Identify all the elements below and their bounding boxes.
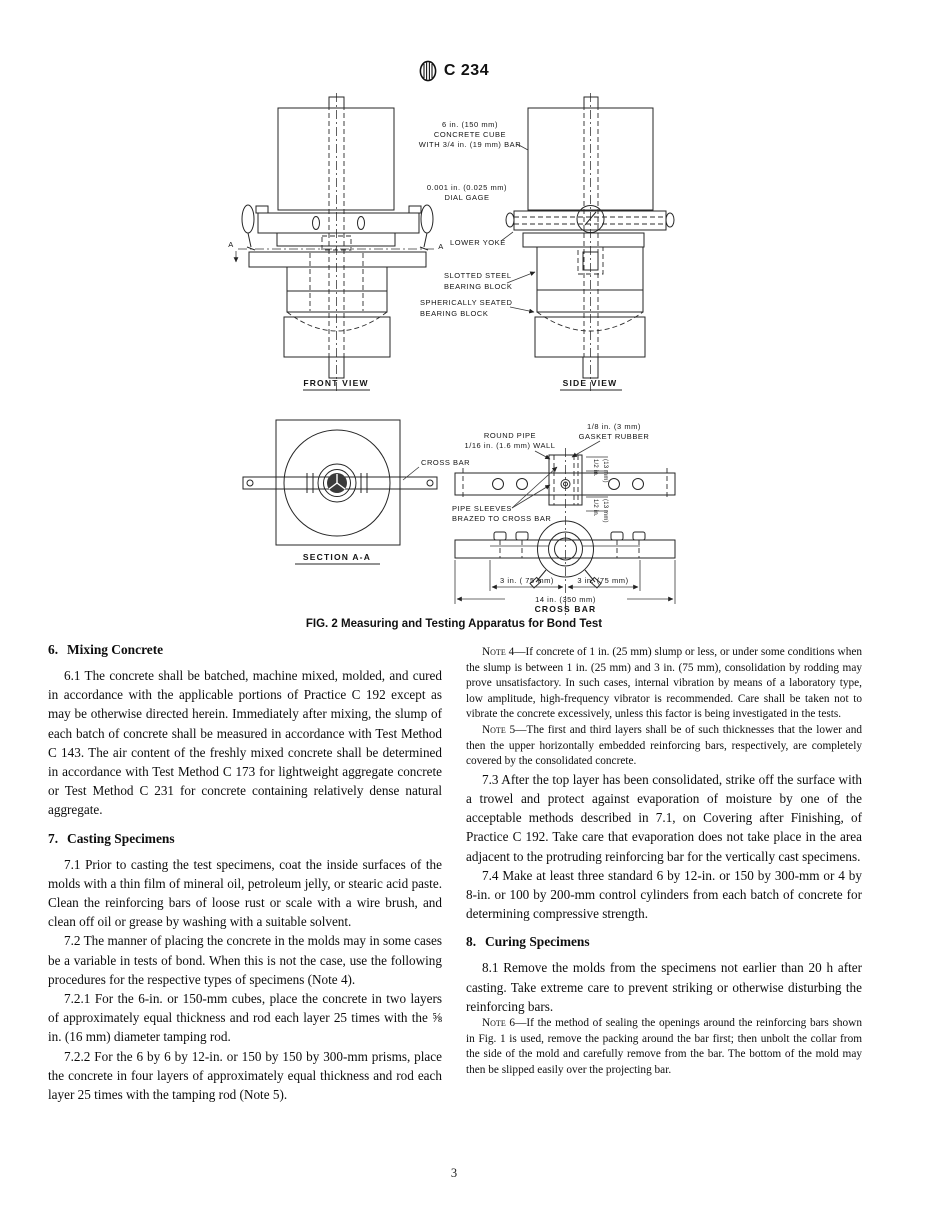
front-view-title: FRONT VIEW (303, 378, 368, 388)
dim-3in-left: 3 in. ( 75 mm) (500, 576, 554, 585)
section-aa-title: SECTION A-A (303, 552, 371, 562)
label-gasket-line1: 1/8 in. (3 mm) (587, 422, 641, 431)
label-dial-gage-line2: DIAL GAGE (444, 193, 489, 202)
section-7-title: Casting Specimens (67, 830, 175, 846)
astm-logo-icon (419, 60, 437, 82)
section-8-heading: 8. Curing Specimens (466, 933, 862, 951)
dim-13mm-top: (13 mm) (602, 459, 608, 483)
label-pipe-sleeves-line2: BRAZED TO CROSS BAR (452, 514, 551, 523)
label-concrete-cube-line3: WITH 3/4 in. (19 mm) BAR (419, 140, 521, 149)
section-7-number: 7. (48, 830, 59, 846)
note-4-label: Note 4 (482, 646, 515, 658)
paragraph-7-4: 7.4 Make at least three standard 6 by 12… (466, 867, 862, 922)
side-view-drawing: SIDE VIEW (505, 93, 675, 393)
cross-bar-title: CROSS BAR (535, 604, 597, 614)
label-concrete-cube-line1: 6 in. (150 mm) (442, 120, 498, 129)
cross-bar-elevation: 3 in. ( 75 mm) 3 in. (75 mm) 14 in. (350… (454, 520, 676, 614)
label-cross-bar-callout: CROSS BAR (421, 458, 470, 467)
paragraph-7-2-2: 7.2.2 For the 6 by 6 by 12-in. or 150 by… (48, 1048, 442, 1103)
dim-13mm-bottom: (13 mm) (602, 499, 608, 523)
right-column: Note 4—If concrete of 1 in. (25 mm) slum… (466, 645, 862, 1078)
dim-3in-right: 3 in. (75 mm) (577, 576, 628, 585)
note-5-text: —The first and third layers shall be of … (466, 723, 862, 768)
paragraph-6-1: 6.1 The concrete shall be batched, machi… (48, 668, 442, 818)
label-pipe-sleeves-line1: PIPE SLEEVES (452, 504, 512, 513)
note-5-label: Note 5 (482, 723, 516, 736)
label-round-pipe-line2: 1/16 in. (1.6 mm) WALL (464, 441, 555, 450)
section-8-number: 8. (466, 934, 477, 950)
side-view-title: SIDE VIEW (563, 378, 618, 388)
note-5: Note 5—The first and third layers shall … (466, 723, 862, 770)
label-gasket-line2: GASKET RUBBER (579, 432, 650, 441)
dim-14in: 14 in. (350 mm) (535, 595, 596, 604)
section-8-title: Curing Specimens (485, 934, 590, 950)
paragraph-7-2-1: 7.2.1 For the 6-in. or 150-mm cubes, pla… (48, 991, 442, 1045)
label-lower-yoke: LOWER YOKE (450, 238, 506, 247)
label-concrete-cube-line2: CONCRETE CUBE (434, 130, 506, 139)
section-6-heading: 6. Mixing Concrete (48, 641, 442, 659)
note-6-label: Note 6 (482, 1016, 516, 1029)
page-number: 3 (450, 1166, 458, 1180)
page-header: C 234 (48, 60, 860, 82)
paragraph-8-1: 8.1 Remove the molds from the specimens … (466, 960, 862, 1014)
section-6-title: Mixing Concrete (67, 642, 164, 657)
dial-gage-right (420, 204, 434, 234)
paragraph-7-1: 7.1 Prior to casting the test specimens,… (48, 856, 442, 930)
label-slotted-steel-line1: SLOTTED STEEL (444, 271, 512, 280)
label-spherically-seated-line2: BEARING BLOCK (420, 309, 488, 318)
standard-designation: C 234 (443, 62, 490, 79)
note-6-text: —If the method of sealing the openings a… (466, 1016, 862, 1076)
left-column: 6. Mixing Concrete 6.1 The concrete shall… (48, 641, 442, 1104)
section-7-heading: 7. Casting Specimens (48, 830, 442, 848)
cross-bar-top-view: 1/2 in. (13 mm) 1/2 in. (13 mm) ROUND PI… (452, 422, 676, 615)
section-marker-a-right: A (438, 242, 444, 251)
front-view-drawing: A FRONT VIEW (228, 93, 434, 393)
label-dial-gage-line1: 0.001 in. (0.025 mm) (427, 183, 507, 192)
label-slotted-steel-line2: BEARING BLOCK (444, 282, 512, 291)
section-aa-drawing: CROSS BAR SECTION A-A (242, 419, 470, 565)
apparatus-callouts: 6 in. (150 mm) CONCRETE CUBE WITH 3/4 in… (419, 120, 536, 318)
paragraph-7-3: 7.3 After the top layer has been consoli… (466, 771, 862, 864)
note-4: Note 4—If concrete of 1 in. (25 mm) slum… (466, 645, 862, 723)
dim-half-inch-top: 1/2 in. (592, 459, 598, 477)
label-spherically-seated-line1: SPHERICALLY SEATED (420, 298, 512, 307)
dim-half-inch-bottom: 1/2 in. (592, 499, 598, 517)
note-4-text: —If concrete of 1 in. (25 mm) slump or l… (466, 646, 863, 721)
section-marker-a-left: A (228, 240, 234, 249)
figure-2-drawing: A FRONT VIEW (228, 93, 676, 615)
section-6-number: 6. (48, 642, 59, 657)
paragraph-7-2: 7.2 The manner of placing the concrete i… (48, 933, 442, 987)
label-round-pipe-line1: ROUND PIPE (484, 431, 536, 440)
figure-caption: FIG. 2 Measuring and Testing Apparatus f… (305, 618, 603, 630)
dial-gage-left (241, 204, 255, 234)
note-6: Note 6—If the method of sealing the open… (466, 1016, 862, 1078)
